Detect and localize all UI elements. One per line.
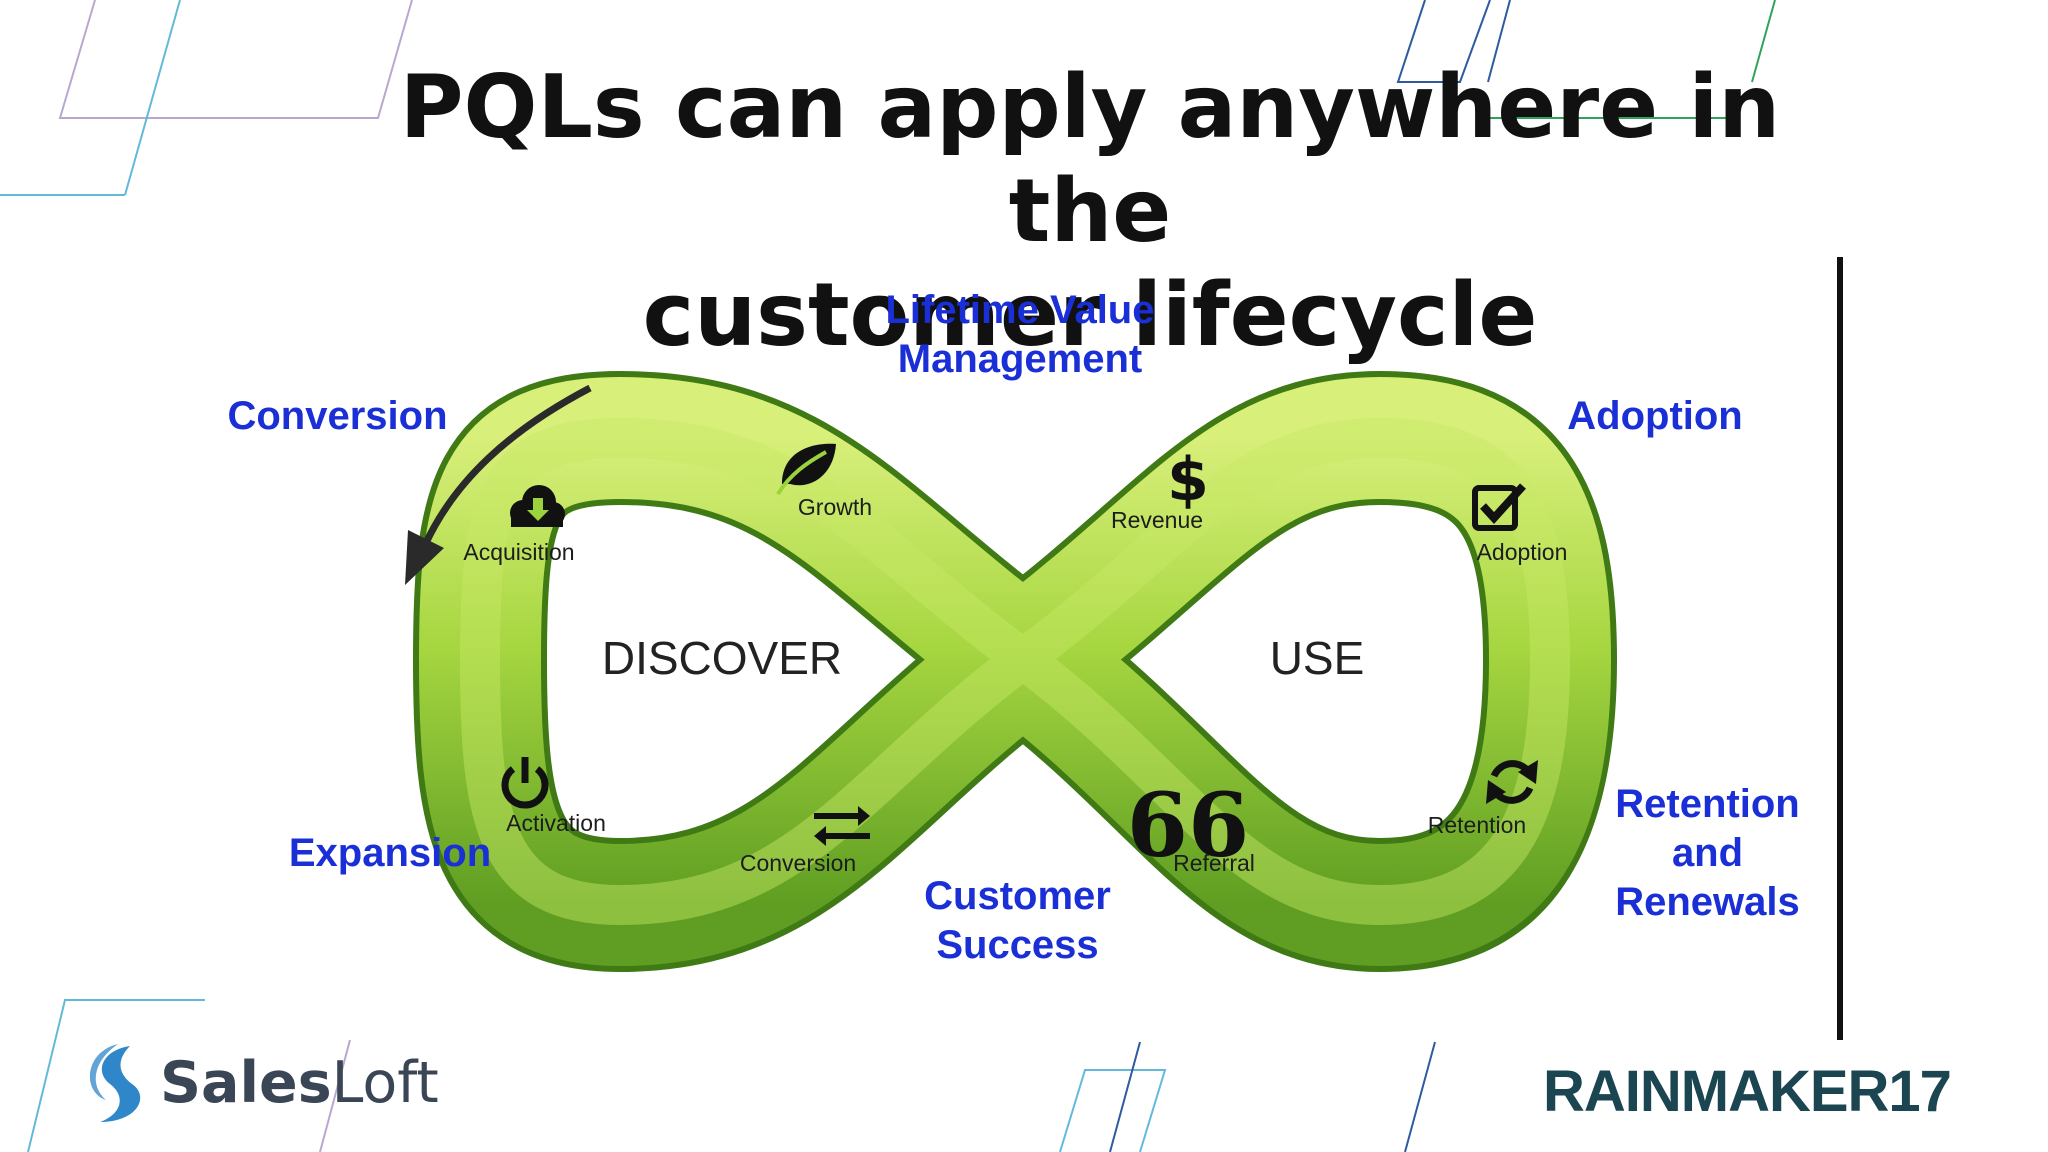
curved-arrow-icon (405, 384, 592, 585)
label-retention-line-3: Renewals (1615, 880, 1800, 924)
stage-label-adoption: Adoption (1477, 539, 1568, 565)
label-lifetime-value-management: Lifetime Value Management (840, 286, 1200, 384)
exchange-arrows-icon (814, 806, 870, 846)
salesloft-s-icon (89, 1044, 141, 1122)
stage-label-activation: Activation (506, 810, 606, 836)
dollar-icon: $ (1167, 445, 1209, 515)
salesloft-logo: SalesLoft (160, 1050, 439, 1116)
label-retention-and-renewals: Retention and Renewals (1595, 780, 1820, 927)
label-retention-line-2: and (1671, 831, 1744, 875)
label-expansion: Expansion (288, 831, 492, 875)
power-icon (501, 757, 549, 809)
label-customer-success: Customer Success (890, 872, 1145, 970)
refresh-icon (1486, 760, 1538, 804)
label-conversion: Conversion (227, 394, 448, 438)
stage-label-acquisition: Acquisition (463, 539, 574, 565)
label-lifetime-value-line-2: Management (897, 337, 1143, 381)
stage-label-referral: Referral (1173, 850, 1255, 876)
label-adoption: Adoption (1567, 394, 1743, 438)
stage-label-growth: Growth (798, 494, 872, 520)
title-line-2: customer lifecycle (642, 264, 1538, 366)
salesloft-logo-loft: Loft (331, 1050, 439, 1116)
infinity-band (412, 370, 1618, 973)
label-customer-success-line-2: Success (936, 923, 1099, 967)
rainmaker-logo: RAINMAKER17 (1543, 1059, 1952, 1124)
discover-label: DISCOVER (602, 632, 842, 684)
cloud-download-icon (510, 485, 565, 527)
stage-label-conversion: Conversion (740, 850, 856, 876)
salesloft-logo-sales: Sales (160, 1050, 332, 1116)
checkbox-icon (1472, 483, 1526, 531)
slide-title: PQLs can apply anywhere in the customer … (380, 55, 1800, 367)
quote-icon: 66 (1127, 773, 1249, 877)
leaf-icon (776, 443, 836, 496)
stage-label-revenue: Revenue (1111, 507, 1203, 533)
use-label: USE (1270, 632, 1365, 684)
label-lifetime-value-line-1: Lifetime Value (885, 288, 1155, 332)
stage-label-retention: Retention (1428, 812, 1526, 838)
label-retention-line-1: Retention (1615, 782, 1800, 826)
title-line-1: PQLs can apply anywhere in the (399, 56, 1781, 262)
label-customer-success-line-1: Customer (924, 874, 1111, 918)
